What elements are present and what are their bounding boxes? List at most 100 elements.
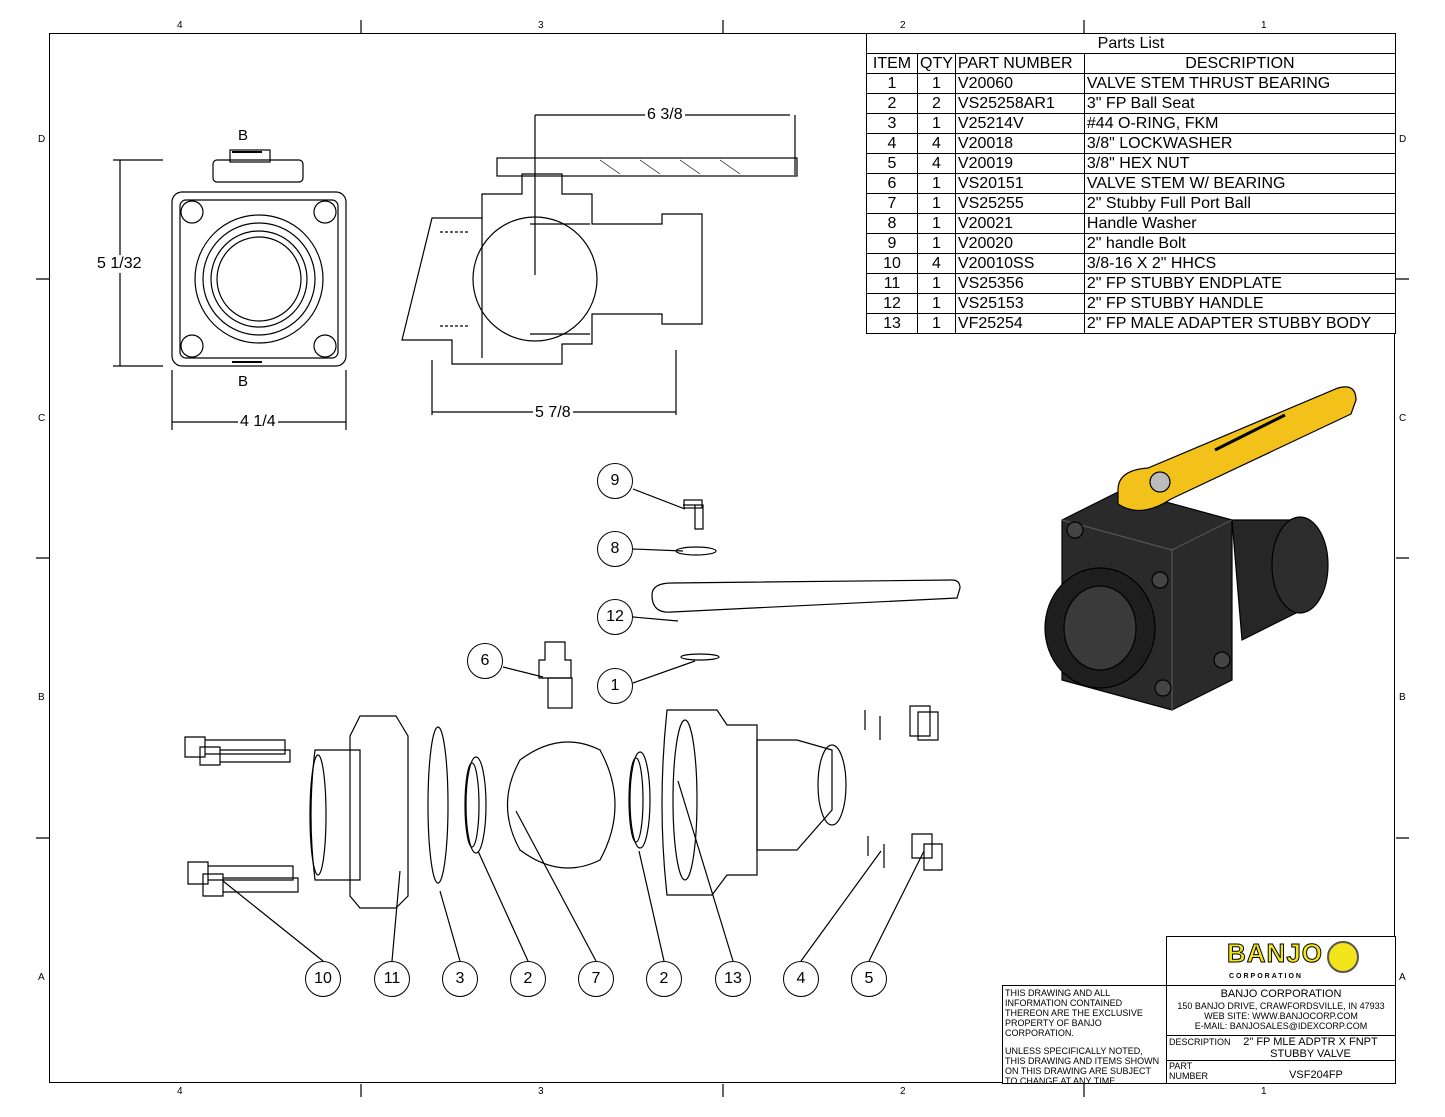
- part-number: V20019: [954, 153, 1085, 174]
- quantity: 1: [917, 273, 956, 294]
- part-number: V20060: [954, 73, 1085, 94]
- zone-col: 3: [538, 20, 544, 31]
- zone-row: A: [1399, 972, 1406, 983]
- valve-3d-render: [1044, 386, 1357, 711]
- quantity: 2: [917, 93, 956, 114]
- section-label-top: B: [238, 127, 249, 144]
- part-number: V20018: [954, 133, 1085, 154]
- zone-row: B: [1399, 692, 1406, 703]
- quantity: 4: [917, 253, 956, 274]
- item-number: 6: [866, 173, 918, 194]
- section-label-bottom: B: [238, 373, 249, 390]
- quantity: 4: [917, 133, 956, 154]
- item-number: 8: [866, 213, 918, 234]
- side-section-view: [401, 114, 798, 415]
- part-number: V25214V: [954, 113, 1085, 134]
- description: 3" FP Ball Seat: [1083, 93, 1397, 114]
- description: 3/8-16 X 2" HHCS: [1083, 253, 1397, 274]
- part-number: VS20151: [954, 173, 1085, 194]
- dimension-width: 4 1/4: [238, 413, 278, 431]
- description: 3/8" HEX NUT: [1083, 153, 1397, 174]
- item-number: 11: [866, 273, 918, 294]
- notice-box: THIS DRAWING AND ALL INFORMATION CONTAIN…: [1002, 985, 1167, 1086]
- description-value: 2" FP MLE ADPTR X FNPT STUBBY VALVE: [1243, 1036, 1378, 1060]
- balloon-item: 6: [467, 643, 503, 679]
- item-number: 10: [866, 253, 918, 274]
- balloon-item: 13: [715, 961, 751, 997]
- balloon-item: 8: [597, 531, 633, 567]
- description-label: DESCRIPTION: [1169, 1037, 1231, 1047]
- part-number-box: PART NUMBER VSF204FP: [1166, 1060, 1396, 1084]
- header-qty: QTY: [917, 53, 956, 74]
- balloon-item: 3: [442, 961, 478, 997]
- balloon-item: 5: [851, 961, 887, 997]
- zone-row: D: [1399, 134, 1407, 145]
- description: VALVE STEM W/ BEARING: [1083, 173, 1397, 194]
- item-number: 2: [866, 93, 918, 114]
- description: 2" Stubby Full Port Ball: [1083, 193, 1397, 214]
- quantity: 4: [917, 153, 956, 174]
- item-number: 4: [866, 133, 918, 154]
- company-web: WEB SITE: WWW.BANJOCORP.COM: [1204, 1011, 1358, 1021]
- balloon-item: 7: [578, 961, 614, 997]
- item-number: 7: [866, 193, 918, 214]
- parts-list-title: Parts List: [866, 33, 1396, 54]
- logo-ball-icon: [1327, 941, 1359, 973]
- balloon-item: 2: [510, 961, 546, 997]
- dimension-handle-length: 6 3/8: [645, 106, 685, 124]
- quantity: 1: [917, 193, 956, 214]
- part-number: VF25254: [954, 313, 1085, 334]
- balloon-item: 10: [305, 961, 341, 997]
- balloon-item: 11: [374, 961, 410, 997]
- part-number-value: VSF204FP: [1289, 1069, 1343, 1081]
- zone-col: 1: [1261, 20, 1267, 31]
- dimension-height: 5 1/32: [95, 255, 144, 273]
- item-number: 3: [866, 113, 918, 134]
- zone-row: D: [38, 134, 46, 145]
- dimension-length: 5 7/8: [533, 404, 573, 422]
- item-number: 9: [866, 233, 918, 254]
- quantity: 1: [917, 233, 956, 254]
- company-email: E-MAIL: BANJOSALES@IDEXCORP.COM: [1194, 1021, 1368, 1031]
- header-part-number: PART NUMBER: [954, 53, 1085, 74]
- front-view: [113, 149, 347, 430]
- part-number: V20010SS: [954, 253, 1085, 274]
- company-address: 150 BANJO DRIVE, CRAWFORDSVILLE, IN 4793…: [1177, 1001, 1385, 1011]
- zone-col: 4: [177, 20, 183, 31]
- company-name: BANJO CORPORATION: [1220, 988, 1342, 1000]
- exploded-view: [184, 488, 961, 962]
- item-number: 13: [866, 313, 918, 334]
- part-number: V20021: [954, 213, 1085, 234]
- zone-row: C: [38, 413, 46, 424]
- part-number: VS25258AR1: [954, 93, 1085, 114]
- balloon-item: 4: [783, 961, 819, 997]
- description: 2" handle Bolt: [1083, 233, 1397, 254]
- description: 2" FP STUBBY ENDPLATE: [1083, 273, 1397, 294]
- part-number: VS25153: [954, 293, 1085, 314]
- description: #44 O-RING, FKM: [1083, 113, 1397, 134]
- balloon-item: 12: [597, 599, 633, 635]
- balloon-item: 2: [646, 961, 682, 997]
- company-info: BANJO CORPORATION 150 BANJO DRIVE, CRAWF…: [1166, 985, 1396, 1036]
- zone-ticks: [36, 20, 1409, 1097]
- zone-row: B: [38, 692, 45, 703]
- ownership-notice: THIS DRAWING AND ALL INFORMATION CONTAIN…: [1005, 988, 1143, 1038]
- logo-box: BANJO CORPORATION: [1166, 936, 1396, 986]
- change-notice: UNLESS SPECIFICALLY NOTED, THIS DRAWING …: [1005, 1046, 1160, 1086]
- part-number: V20020: [954, 233, 1085, 254]
- balloon-item: 9: [597, 463, 633, 499]
- part-number: VS25255: [954, 193, 1085, 214]
- item-number: 1: [866, 73, 918, 94]
- quantity: 1: [917, 73, 956, 94]
- quantity: 1: [917, 313, 956, 334]
- quantity: 1: [917, 293, 956, 314]
- header-item: ITEM: [866, 53, 918, 74]
